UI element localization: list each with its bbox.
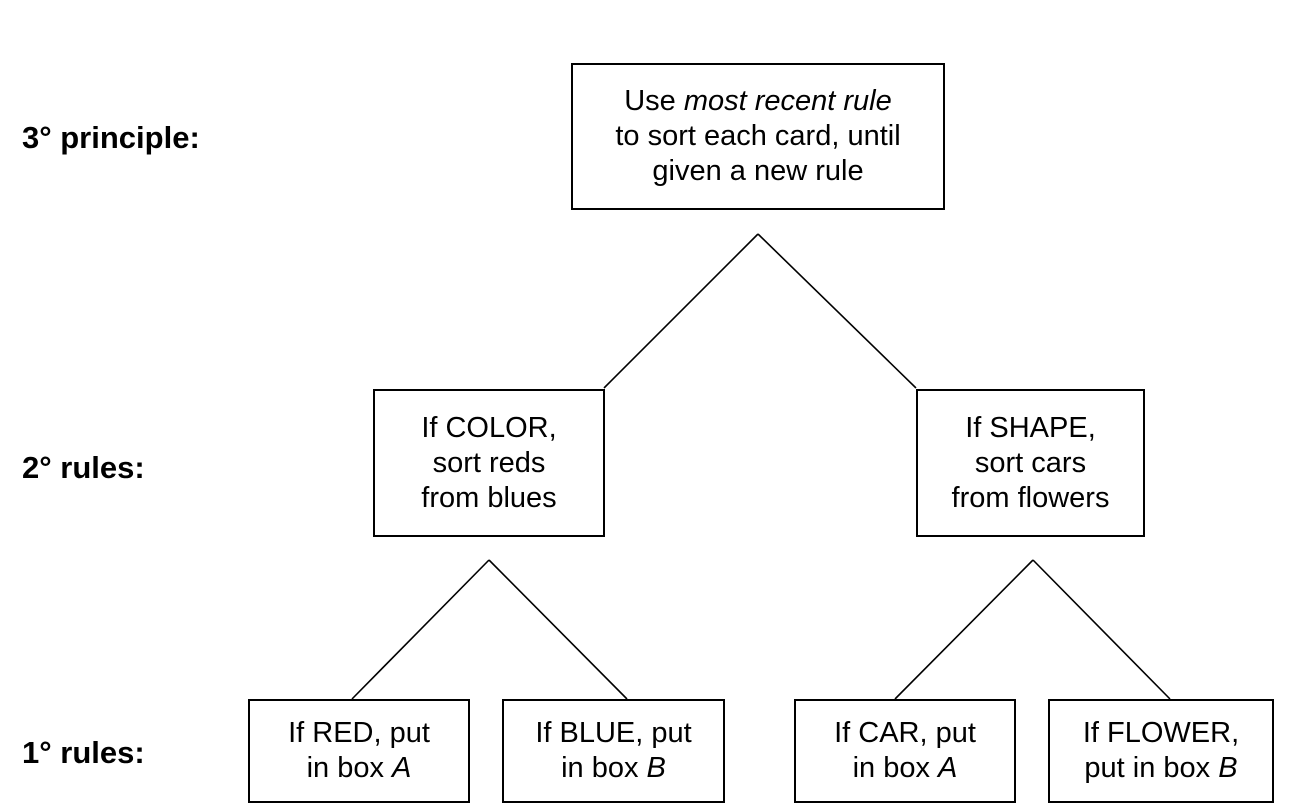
rule-color-line-3: from blues <box>421 481 557 514</box>
rule-flower-line-2: put in box B <box>1084 752 1238 784</box>
rule-box-flower: If FLOWER, put in box B <box>1048 699 1274 803</box>
rule-color-line-2: sort reds <box>432 446 546 479</box>
connector-shape-to-car <box>894 559 1034 700</box>
rule-red-line-1: If RED, put <box>288 717 430 749</box>
connector-principle-to-color <box>603 233 759 389</box>
rule-blue-line-2: in box B <box>561 752 666 784</box>
rule-box-blue: If BLUE, put in box B <box>502 699 725 803</box>
rule-red-line-2: in box A <box>306 752 412 784</box>
connector-color-to-red <box>351 559 490 700</box>
rule-red-box-letter: A <box>392 752 412 784</box>
rule-flower-box-letter: B <box>1218 752 1238 784</box>
rule-shape-line-2: sort cars <box>974 446 1087 479</box>
principle-line-1: Use most recent rule <box>624 85 892 117</box>
principle-emphasis: most recent rule <box>683 85 892 117</box>
rule-box-car: If CAR, put in box A <box>794 699 1016 803</box>
rule-shape-line-3: from flowers <box>951 481 1110 514</box>
connector-color-to-blue <box>488 559 628 700</box>
rule-box-shape: If SHAPE, sort cars from flowers <box>916 389 1145 537</box>
rule-blue-line-1: If BLUE, put <box>535 717 692 749</box>
principle-line-3: given a new rule <box>652 155 864 187</box>
rule-shape-line-1: If SHAPE, <box>965 411 1096 444</box>
rule-blue-box-letter: B <box>646 752 666 784</box>
level-label-primary-rules: 1° rules: <box>22 735 145 770</box>
rule-box-red: If RED, put in box A <box>248 699 470 803</box>
rule-box-color: If COLOR, sort reds from blues <box>373 389 605 537</box>
rule-color-line-1: If COLOR, <box>421 411 557 444</box>
connector-shape-to-flower <box>1032 559 1171 700</box>
rule-car-line-2: in box A <box>852 752 958 784</box>
level-label-principle: 3° principle: <box>22 120 200 155</box>
principle-line-2: to sort each card, until <box>615 120 901 152</box>
rule-flower-line-1: If FLOWER, <box>1082 717 1240 749</box>
rule-car-box-letter: A <box>938 752 958 784</box>
rule-car-line-1: If CAR, put <box>834 717 976 749</box>
principle-box: Use most recent rule to sort each card, … <box>571 63 945 210</box>
connector-principle-to-shape <box>757 233 917 389</box>
level-label-secondary-rules: 2° rules: <box>22 450 145 485</box>
